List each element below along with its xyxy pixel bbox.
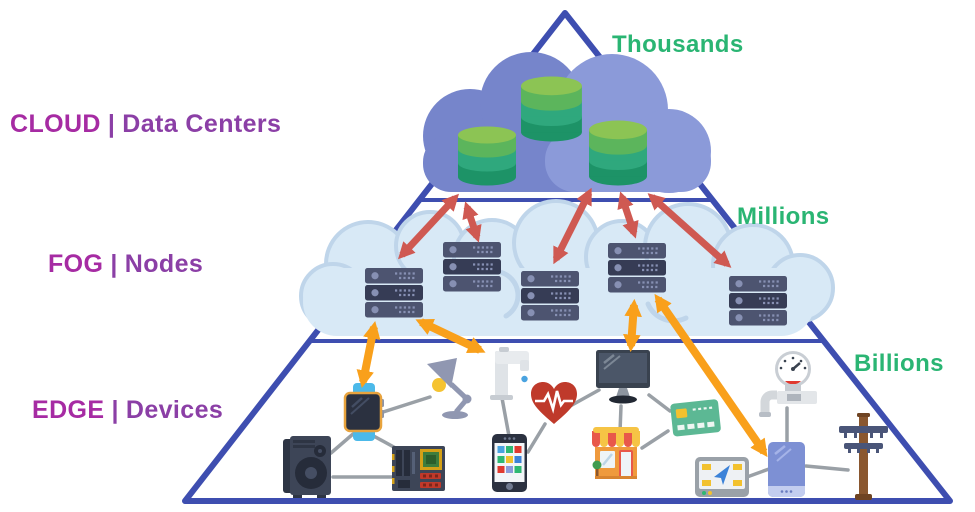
separator: | [110, 250, 118, 278]
monitor-icon [596, 350, 650, 404]
edge-tier-items: Devices [125, 396, 224, 424]
utility-pole-icon [839, 413, 888, 500]
fog-layer-label: FOG|Nodes [48, 250, 203, 279]
server-rack-icon [521, 271, 579, 321]
server-rack-icon [729, 276, 787, 326]
fog-tier-name: FOG [48, 250, 104, 278]
server-rack-icon [608, 243, 666, 293]
mobile-phone-icon [768, 442, 805, 497]
smartphone-icon [492, 434, 527, 492]
cloud-layer-label: CLOUD|Data Centers [10, 110, 281, 139]
faucet-icon [490, 347, 529, 400]
server-rack-icon [443, 242, 501, 292]
gps-navigator-icon [695, 457, 749, 497]
fog-scale-label: Millions [737, 203, 830, 230]
heart-pulse-icon [531, 382, 577, 424]
cloud-tier-items: Data Centers [122, 110, 282, 138]
cloud-tier-name: CLOUD [10, 110, 101, 138]
credit-card-icon [670, 399, 721, 437]
desk-lamp-icon [427, 358, 472, 419]
fog-edge-arrows [356, 293, 768, 458]
database-icon [458, 126, 516, 186]
storefront-icon [592, 427, 640, 479]
cloud-scale-label: Thousands [612, 31, 744, 58]
edge-layer-label: EDGE|Devices [32, 396, 223, 425]
edge-tier-name: EDGE [32, 396, 105, 424]
database-icon [589, 120, 647, 186]
cloud-fog-arrows [397, 187, 732, 268]
separator: | [107, 110, 116, 138]
fog-tier-items: Nodes [124, 250, 204, 278]
server-rack-icon [365, 268, 423, 318]
separator: | [111, 396, 119, 424]
computer-tower-icon [283, 436, 331, 498]
edge-scale-label: Billions [854, 350, 944, 377]
circuit-board-icon [392, 446, 445, 491]
database-icon [521, 76, 582, 142]
